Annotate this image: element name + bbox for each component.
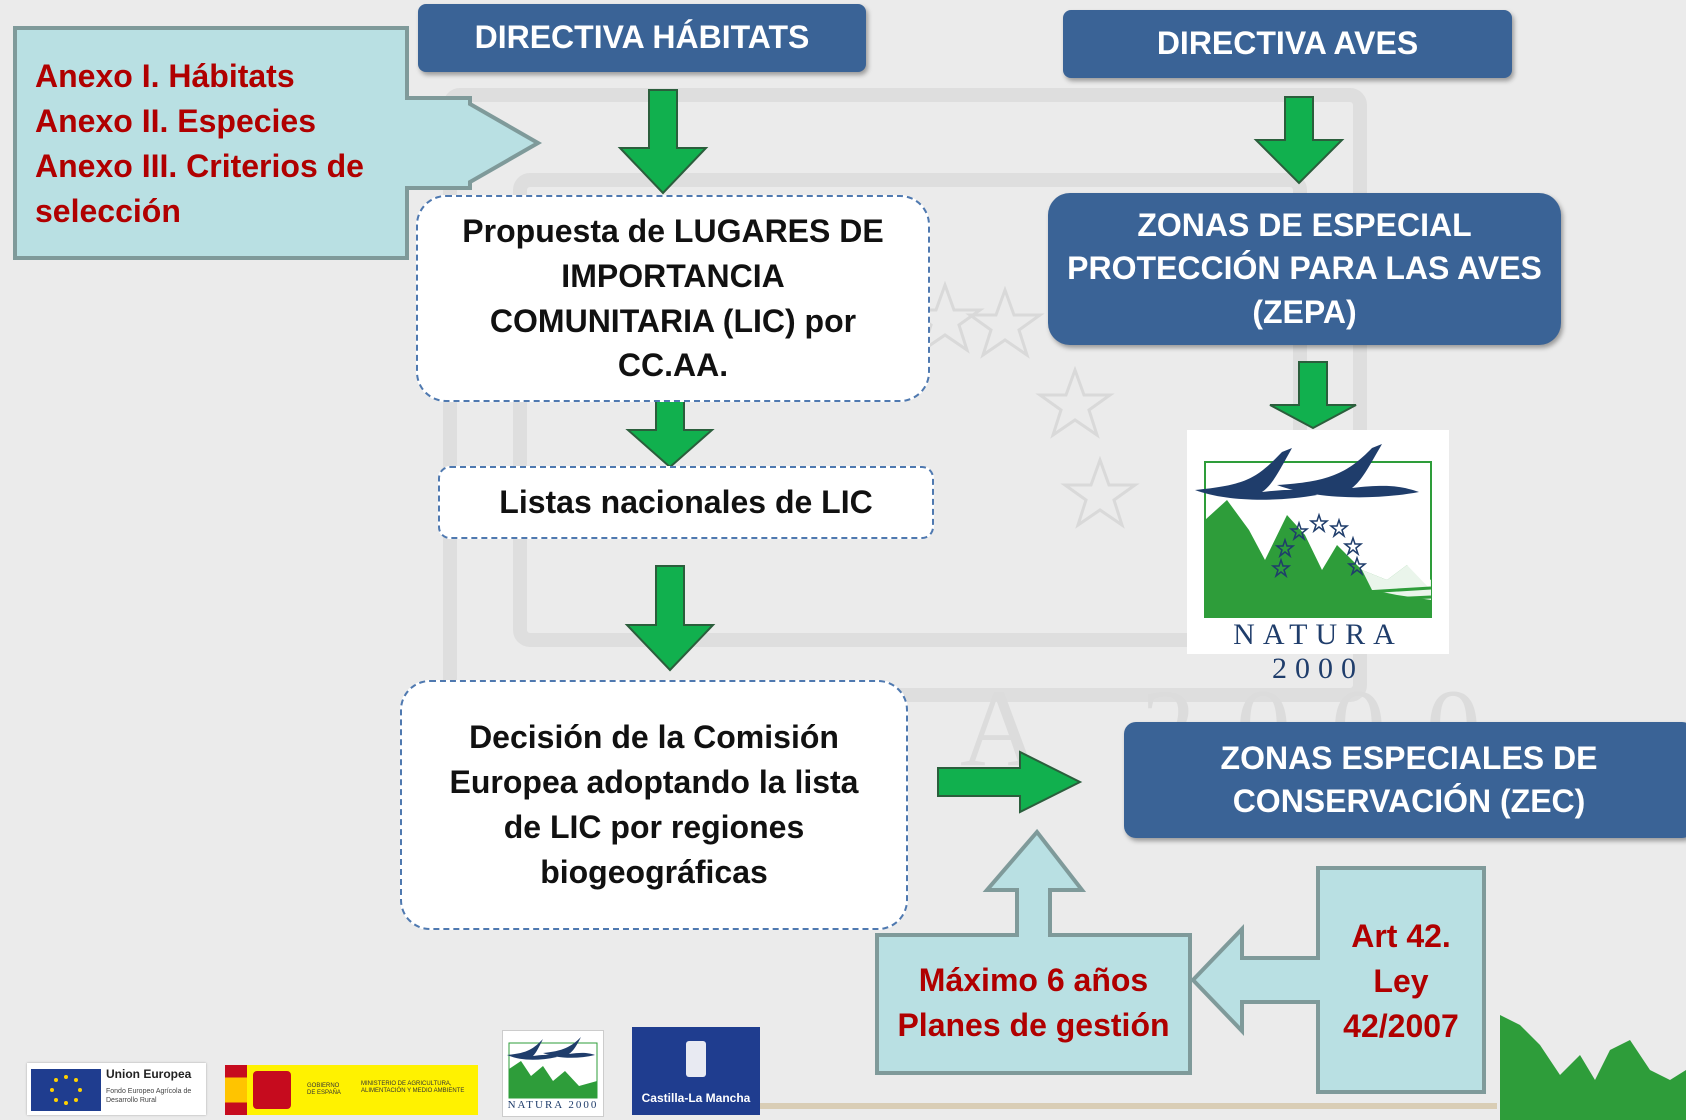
arrow-right-decision bbox=[937, 750, 1083, 814]
natura-small-logo: NATURA 2000 bbox=[502, 1030, 604, 1117]
zec-box: ZONAS ESPECIALES DE CONSERVACIÓN (ZEC) bbox=[1124, 722, 1686, 838]
eu-flag-icon bbox=[31, 1069, 101, 1111]
ley-line-2: Ley bbox=[1373, 963, 1429, 999]
directiva-aves-title: DIRECTIVA AVES bbox=[1156, 25, 1419, 62]
castilla-la-mancha-logo: Castilla-La Mancha bbox=[632, 1027, 760, 1115]
propuesta-lic-text: Propuesta de LUGARES DE IMPORTANCIA COMU… bbox=[462, 212, 884, 384]
ministry-label: MINISTERIO DE AGRICULTURA, ALIMENTACIÓN … bbox=[361, 1081, 465, 1094]
eu-subtitle: Fondo Europeo Agrícola de Desarrollo Rur… bbox=[106, 1088, 192, 1104]
arrow-down-habitats bbox=[617, 89, 709, 195]
natura-small-text: NATURA 2000 bbox=[507, 1099, 599, 1111]
planes-line-2: Planes de gestión bbox=[897, 1007, 1170, 1043]
decision-comision-box: Decisión de la Comisión Europea adoptand… bbox=[400, 680, 908, 930]
eu-logo: Union Europea Fondo Europeo Agrícola de … bbox=[27, 1063, 206, 1115]
natura-logo-graphic bbox=[1195, 444, 1432, 618]
corner-landscape bbox=[1500, 1015, 1686, 1120]
eu-title: Union Europea bbox=[106, 1067, 192, 1081]
anexo-3: Anexo III. Criterios de bbox=[35, 148, 364, 184]
ley-line-1: Art 42. bbox=[1351, 918, 1451, 954]
clm-crest-icon bbox=[686, 1041, 706, 1077]
planes-line-1: Máximo 6 años bbox=[918, 962, 1149, 998]
anexo-2: Anexo II. Especies bbox=[35, 103, 317, 139]
ley-line-3: 42/2007 bbox=[1343, 1008, 1459, 1044]
anexos-text: Anexo I. Hábitats Anexo II. Especies Ane… bbox=[35, 54, 395, 234]
directiva-habitats-title: DIRECTIVA HÁBITATS bbox=[474, 19, 810, 56]
gov-label: GOBIERNO DE ESPAÑA bbox=[307, 1083, 341, 1096]
arrow-down-zepa bbox=[1269, 361, 1357, 430]
anexo-1: Anexo I. Hábitats bbox=[35, 58, 295, 94]
arrow-down-listas bbox=[624, 565, 716, 672]
anexo-3-cont: selección bbox=[35, 193, 181, 229]
listas-nacionales-box: Listas nacionales de LIC bbox=[438, 466, 934, 539]
planes-gestion-text: Máximo 6 años Planes de gestión bbox=[877, 958, 1190, 1048]
arrow-down-propuesta bbox=[625, 399, 715, 469]
natura-2000-logo: NATURA 2000 bbox=[1187, 430, 1449, 685]
clm-label: Castilla-La Mancha bbox=[641, 1091, 751, 1105]
zepa-text: ZONAS DE ESPECIAL PROTECCIÓN PARA LAS AV… bbox=[1067, 207, 1542, 330]
spain-flag-icon bbox=[225, 1065, 247, 1115]
footer-line bbox=[760, 1103, 1497, 1109]
decision-comision-text: Decisión de la Comisión Europea adoptand… bbox=[449, 719, 859, 890]
directiva-habitats-box: DIRECTIVA HÁBITATS bbox=[418, 4, 866, 72]
ley-text: Art 42. Ley 42/2007 bbox=[1318, 914, 1484, 1049]
propuesta-lic-box: Propuesta de LUGARES DE IMPORTANCIA COMU… bbox=[416, 195, 930, 402]
zepa-box: ZONAS DE ESPECIAL PROTECCIÓN PARA LAS AV… bbox=[1048, 193, 1561, 345]
arrow-down-aves bbox=[1253, 96, 1345, 185]
gobierno-espana-logo: GOBIERNO DE ESPAÑA MINISTERIO DE AGRICUL… bbox=[225, 1065, 478, 1115]
natura-logo-text: NATURA 2000 bbox=[1233, 618, 1403, 685]
directiva-aves-box: DIRECTIVA AVES bbox=[1063, 10, 1512, 78]
coat-of-arms-icon bbox=[253, 1071, 291, 1109]
listas-nacionales-text: Listas nacionales de LIC bbox=[499, 484, 873, 521]
zec-text: ZONAS ESPECIALES DE CONSERVACIÓN (ZEC) bbox=[1220, 739, 1598, 819]
